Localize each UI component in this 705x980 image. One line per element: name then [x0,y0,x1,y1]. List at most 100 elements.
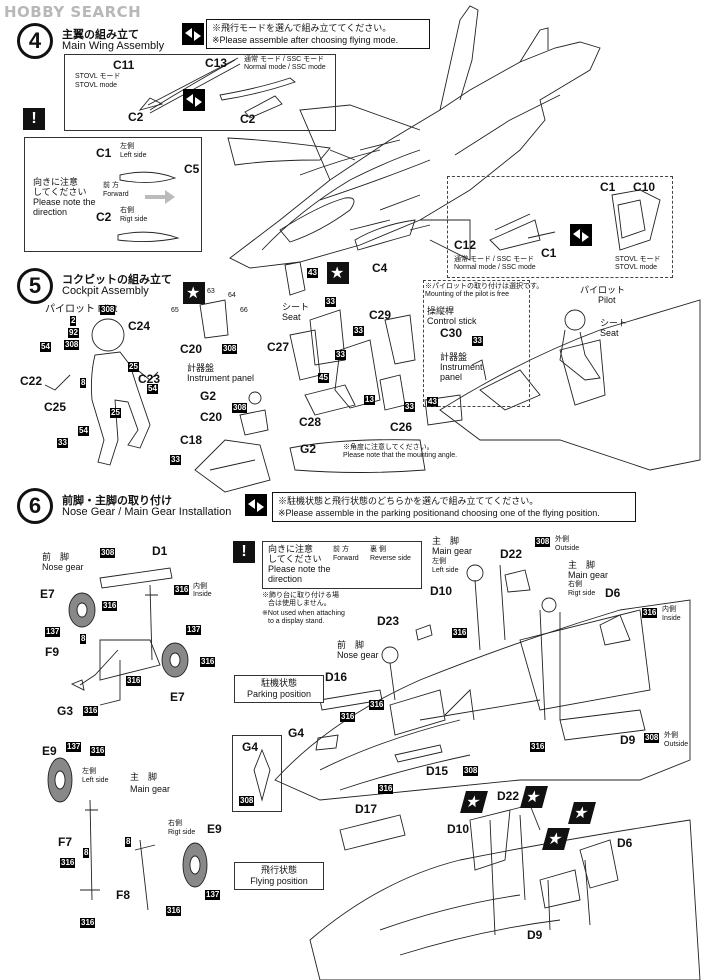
color-25: 25 [128,362,139,372]
inside-jp: 内側 [193,583,207,590]
color-316: 316 [60,858,76,868]
color-316: 316 [80,918,96,928]
color-308: 308 [222,344,238,354]
color-316: 316 [642,608,658,618]
color-316: 316 [126,676,142,686]
color-2: 2 [70,316,77,326]
inside-en: Inside [193,591,212,598]
pilot-jp: パイロット [580,285,626,295]
normal-mode-en: Normal mode / SSC mode [454,264,536,271]
decal-number-65: 65 [171,307,179,314]
instrument-panel-en: Instrument panel [187,373,255,383]
seat-back-shape [284,261,306,296]
color-8: 8 [80,634,87,644]
color-316: 316 [200,657,216,667]
flip-icon [570,224,592,246]
step6-number: 6 [17,488,53,524]
control-stick-en: Control stick [427,316,477,326]
left-side-jp: 左側 [120,143,134,150]
right-side-jp: 右側 [168,820,182,827]
part-d17: D17 [355,802,378,816]
color-316: 316 [102,601,118,611]
main-gear-jp: 主 脚 [432,536,460,546]
part-d23: D23 [377,614,400,628]
part-e9: E9 [207,822,222,836]
part-c1: C1 [600,180,616,194]
forward-en: Forward [103,191,129,198]
part-c2: C2 [96,210,112,224]
cement-icon: ! [23,108,45,130]
part-c26: C26 [390,420,413,434]
part-c27: C27 [267,340,290,354]
part-c11: C11 [113,58,135,72]
part-e9: E9 [42,744,57,758]
fuselage-underside-flying-shape [309,819,701,980]
color-316: 316 [530,742,546,752]
part-g2: G2 [300,442,317,456]
main-gear-jp: 主 脚 [568,560,596,570]
wing-c4-shape [354,219,416,251]
inside-en: Inside [662,615,681,622]
stovl-mode-jp: STOVL モード [75,73,121,80]
reverse-en: Reverse side [370,555,411,562]
step4-wing-parts-frame [64,54,336,131]
color-137: 137 [205,890,221,900]
part-g2: G2 [200,389,217,403]
part-f7: F7 [58,835,73,849]
reverse-jp: 裏 側 [370,546,386,553]
stovl-mode-en: STOVL mode [615,264,658,271]
color-316: 316 [90,746,106,756]
nose-gear-jp: 前 脚 [42,552,70,562]
nose-gear-en: Nose gear [42,562,84,572]
color-308: 308 [232,403,248,413]
color-308: 308 [463,766,479,776]
part-c12: C12 [454,238,477,252]
main-gear-en: Main gear [130,784,171,794]
color-43: 43 [307,268,318,278]
color-33: 33 [325,297,336,307]
color-8: 8 [80,378,87,388]
caution-en-2: direction [33,207,68,217]
color-33: 33 [404,402,415,412]
step5-pilot-option-frame [423,280,530,407]
left-side-jp: 左側 [432,558,446,565]
step4-mode-detail-frame [447,176,673,278]
flip-icon [245,494,267,516]
normal-mode-jp: 通常 モード / SSC モード [244,56,325,63]
part-c24: C24 [128,319,151,333]
part-c20: C20 [200,410,223,424]
right-side-en: Rigt side [120,216,148,223]
step6-title-en: Nose Gear / Main Gear Installation [62,506,232,518]
part-g4: G4 [288,726,305,740]
hobby-search-watermark: HOBBY SEARCH [4,3,142,21]
instrument-panel-jp: 計器盤 [187,363,215,373]
part-c25: C25 [44,400,67,414]
part-d16: D16 [325,670,348,684]
outside-jp: 外側 [555,536,569,543]
step4-caution-frame [24,137,202,252]
color-25: 25 [110,408,121,418]
color-54: 54 [78,426,89,436]
wing-c5-shape [227,137,331,166]
part-c29: C29 [369,308,392,322]
part-d10: D10 [447,822,470,836]
part-d22: D22 [500,547,523,561]
decal-number-63: 63 [207,288,215,295]
part-c28: C28 [299,415,322,429]
decal-number-64: 64 [228,292,236,299]
control-stick-jp: 操縦桿 [427,306,455,316]
part-c30: C30 [440,326,463,340]
seat-en: Seat [600,328,619,338]
step4-note-jp: ※飛行モードを選んで組み立ててください。 [212,23,392,33]
color-308: 308 [644,733,660,743]
fuselage-underside-parking-shape [274,599,691,801]
color-137: 137 [186,625,202,635]
right-side-en: Rigt side [568,590,596,597]
outside-jp: 外側 [664,732,678,739]
stand-note-jp-1: ※飾り台に取り付ける場 [262,592,339,599]
part-d10: D10 [430,584,453,598]
caution-jp-1: 向きに注意 [33,177,79,187]
part-c2: C2 [240,112,256,126]
part-c13: C13 [205,56,228,70]
color-316: 316 [378,784,394,794]
